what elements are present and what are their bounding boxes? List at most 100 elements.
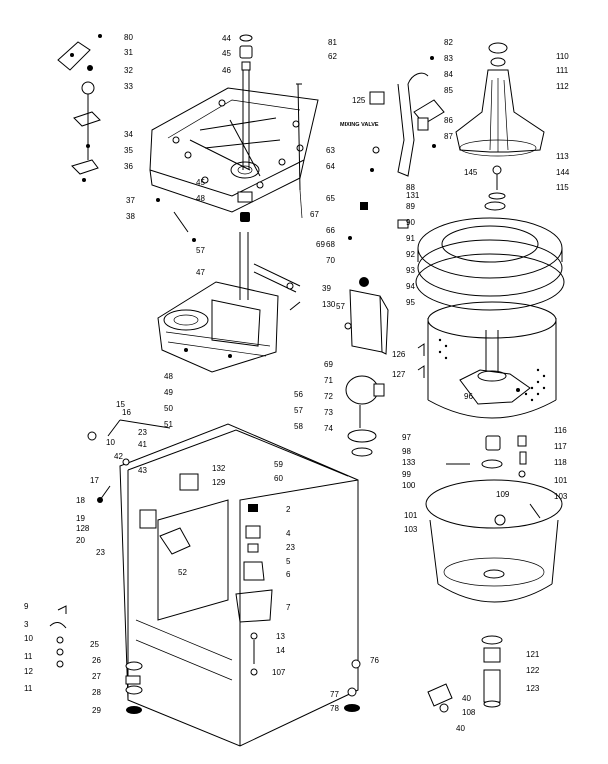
callout-29: 29 [92, 706, 101, 715]
callout-23c: 23 [96, 548, 105, 557]
mixing-valve-note: MIXING VALVE [340, 122, 379, 128]
callout-126: 126 [392, 350, 406, 359]
drain-pump-parts [235, 504, 273, 676]
callout-51: 51 [164, 420, 173, 429]
control-parts [87, 419, 199, 555]
callout-108: 108 [462, 708, 476, 717]
leveling-legs [344, 659, 361, 712]
callout-111: 111 [556, 66, 569, 75]
callout-48b: 48 [164, 372, 173, 381]
callout-28: 28 [92, 688, 101, 697]
callout-129: 129 [212, 478, 226, 487]
callout-44: 44 [222, 34, 231, 43]
callout-32: 32 [124, 66, 133, 75]
callout-63: 63 [326, 146, 335, 155]
callout-52: 52 [178, 568, 187, 577]
callout-47: 47 [196, 268, 205, 277]
callout-59: 59 [274, 460, 283, 469]
callout-57c: 57 [336, 302, 345, 311]
callout-103b: 103 [404, 525, 418, 534]
callout-48: 48 [196, 194, 205, 203]
callout-15: 15 [116, 400, 125, 409]
callout-95: 95 [406, 298, 415, 307]
callout-10b: 10 [24, 634, 33, 643]
callout-3: 3 [24, 620, 29, 629]
callout-35: 35 [124, 146, 133, 155]
callout-100: 100 [402, 481, 416, 490]
callout-26: 26 [92, 656, 101, 665]
callout-11b: 11 [24, 684, 33, 693]
callout-6: 6 [286, 570, 291, 579]
callout-84: 84 [444, 70, 453, 79]
callout-4: 4 [286, 529, 291, 538]
agitator-shaft [237, 34, 253, 222]
callout-109: 109 [496, 490, 510, 499]
basket-100 [425, 435, 563, 603]
callout-87: 87 [444, 132, 453, 141]
callout-127: 127 [392, 370, 406, 379]
callout-97: 97 [402, 433, 411, 442]
callout-117: 117 [554, 442, 567, 451]
callout-23b: 23 [286, 543, 295, 552]
callout-121: 121 [526, 650, 540, 659]
callout-101b: 101 [404, 511, 418, 520]
callout-86: 86 [444, 116, 453, 125]
callout-39: 39 [322, 284, 331, 293]
callout-93: 93 [406, 266, 415, 275]
callout-42: 42 [114, 452, 123, 461]
callout-60: 60 [274, 474, 283, 483]
callout-132: 132 [212, 464, 226, 473]
callout-116: 116 [554, 426, 567, 435]
callout-71: 71 [324, 376, 333, 385]
callout-17: 17 [90, 476, 99, 485]
callout-80: 80 [124, 33, 133, 42]
callout-92: 92 [406, 250, 415, 259]
callout-10: 10 [106, 438, 115, 447]
callout-107: 107 [272, 668, 286, 677]
callout-131: 131 [406, 191, 420, 200]
callout-13: 13 [276, 632, 285, 641]
callout-145: 145 [464, 168, 478, 177]
callout-14: 14 [276, 646, 285, 655]
callout-33: 33 [124, 82, 133, 91]
callout-46: 46 [222, 66, 231, 75]
callout-68: 68 [326, 240, 335, 249]
callout-133: 133 [402, 458, 416, 467]
callout-45: 45 [222, 49, 231, 58]
callout-18: 18 [76, 496, 85, 505]
callout-82: 82 [444, 38, 453, 47]
callout-57b: 57 [294, 406, 303, 415]
agitator-112 [455, 42, 545, 211]
callout-56: 56 [294, 390, 303, 399]
callout-64: 64 [326, 162, 335, 171]
callout-66: 66 [326, 226, 335, 235]
callout-123: 123 [526, 684, 540, 693]
callout-88: 88 [406, 183, 415, 192]
callout-31: 31 [124, 48, 133, 57]
callout-7: 7 [286, 603, 291, 612]
left-top-parts [57, 34, 102, 182]
callout-37: 37 [126, 196, 135, 205]
callout-57a: 57 [196, 246, 205, 255]
callout-58: 58 [294, 422, 303, 431]
callout-85: 85 [444, 86, 453, 95]
callout-38: 38 [126, 212, 135, 221]
callout-2: 2 [286, 505, 291, 514]
pump-motor [344, 277, 389, 457]
callout-91: 91 [406, 234, 415, 243]
callout-34: 34 [124, 130, 133, 139]
callout-103a: 103 [554, 492, 568, 501]
callout-62: 62 [328, 52, 337, 61]
callout-45b: 45 [196, 178, 205, 187]
drain-hose-parts [427, 635, 503, 713]
callout-128: 128 [76, 524, 90, 533]
callout-96: 96 [464, 392, 473, 401]
callout-115: 115 [556, 183, 569, 192]
callout-23a: 23 [138, 428, 147, 437]
callout-98: 98 [402, 447, 411, 456]
callout-74: 74 [324, 424, 333, 433]
callout-9: 9 [24, 602, 29, 611]
callout-69b: 69 [324, 360, 333, 369]
